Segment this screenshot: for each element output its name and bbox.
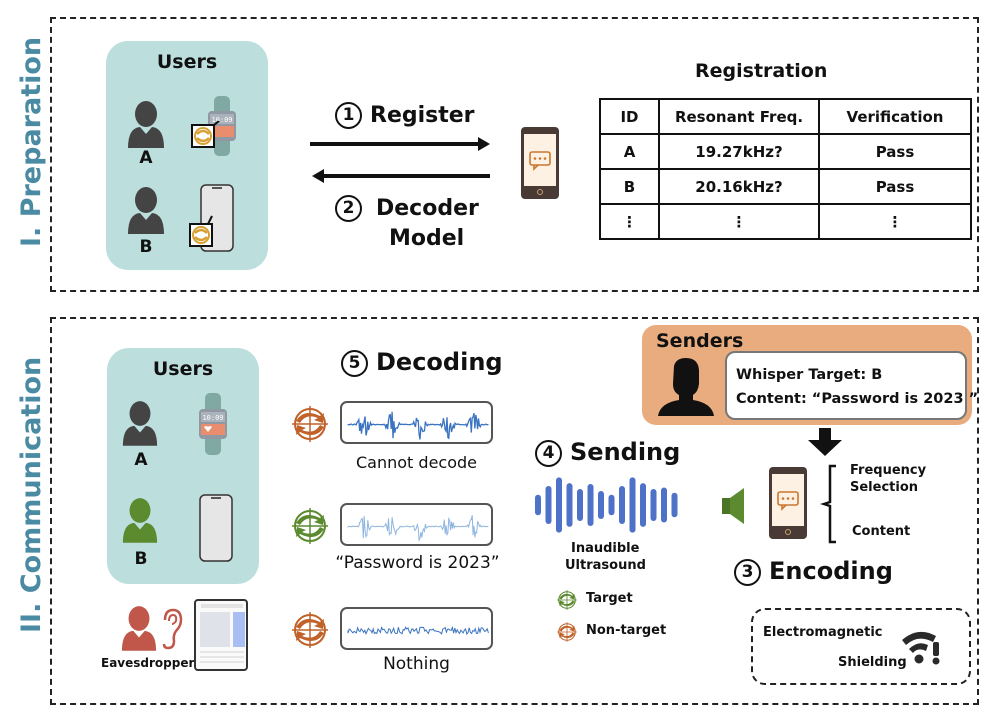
phone-chat-icon [521,127,559,199]
preparation-section-label: I. Preparation [16,36,47,247]
step-number: 3 [734,559,761,586]
legend-nontarget-icon [557,622,577,642]
prep-users-title: Users [156,51,218,73]
table-cell: 19.27kHz? [658,133,820,170]
person-icon [122,401,158,446]
step-number: 2 [335,195,362,222]
table-cell: B [599,168,660,205]
eavesdropper-person-icon [121,606,157,651]
person-icon [128,101,164,148]
decode-caption-password: “Password is 2023” [335,553,500,573]
step-number: 5 [341,350,368,377]
eavesdropper-label: Eavesdropper [101,656,195,670]
table-cell: ⋮ [658,203,820,240]
whisper-target-text: Whisper Target: B [736,367,883,383]
brace-icon [820,464,836,544]
table-cell: 20.16kHz? [658,168,820,205]
legend-target-icon [557,590,577,610]
encoding-content-label: Content [852,524,911,539]
registration-title: Registration [695,60,828,82]
legend-target-label: Target [586,591,633,606]
decode-caption-cannot-decode: Cannot decode [356,453,477,472]
speaker-icon [722,488,744,524]
ultrasound-label-line2: Ultrasound [565,558,646,573]
waveform-trace [347,411,489,440]
prep-user-a-label: A [139,148,153,168]
waveform-trace [347,515,489,543]
svg-text:10:09: 10:09 [202,414,223,422]
shielding-label-line2: Shielding [838,655,907,670]
waveform-cannot-decode [340,401,493,444]
column-header: Verification [818,98,972,135]
table-cell: ⋮ [599,203,660,240]
table-row: A 19.27kHz? Pass [599,133,972,170]
ultrasound-wave-icon [535,477,678,533]
step-number: 4 [535,440,562,467]
waveform-nothing [340,607,493,650]
down-arrow-icon [808,428,842,456]
table-row: ⋮ ⋮ ⋮ [599,203,972,240]
decoder-model-arrow [322,174,490,178]
nontarget-receiver-icon [292,612,328,648]
shielding-label-line1: Electromagnetic [763,625,883,640]
encoding-selection-label: Selection [850,480,919,495]
comm-users-title: Users [152,358,214,380]
electromagnetic-shielding-box [751,608,971,685]
ear-icon [162,608,183,650]
column-header: Resonant Freq. [658,98,820,135]
noise-waveform [347,625,489,636]
table-header-row: ID Resonant Freq. Verification [599,98,972,135]
step-decoder-label-line2: Model [389,226,465,251]
table-cell: Pass [818,133,972,170]
arrow-head-left-icon [312,169,324,183]
comm-user-b-label: B [134,549,148,569]
legend-nontarget-label: Non-target [586,623,667,638]
resonance-tag-icon [189,215,213,247]
dense-burst-waveform [347,411,489,440]
comm-user-a-label: A [134,450,148,470]
sender-message-bubble [725,351,967,420]
phone-chat-icon [769,467,807,539]
registration-table: ID Resonant Freq. Verification A 19.27kH… [599,98,972,240]
decode-caption-nothing: Nothing [383,654,450,674]
table-cell: ⋮ [818,203,972,240]
resonance-tag-icon [191,121,220,148]
smartwatch-icon: 10:09 [199,393,227,455]
table-row: B 20.16kHz? Pass [599,168,972,205]
waveform-password [340,503,493,546]
waveform-trace [347,625,489,636]
preparation-section [50,17,979,292]
svg-text:10:09: 10:09 [211,116,232,124]
step-number: 1 [335,102,362,129]
wifi-alert-icon [902,631,940,665]
comm-users-panel: Users [107,348,259,584]
person-icon [128,187,164,234]
smartphone-icon [199,494,233,562]
table-cell: A [599,133,660,170]
column-header: ID [599,98,660,135]
communication-section-label: II. Communication [16,356,47,633]
ultrasound-label-line1: Inaudible [571,541,640,556]
register-arrow [310,142,480,146]
communication-section [50,317,979,705]
senders-title: Senders [656,330,744,352]
sender-content-text: Content: “Password is 2023 ” [736,391,979,407]
target-receiver-icon [292,508,328,544]
table-cell: Pass [818,168,972,205]
encoding-frequency-label: Frequency [850,463,927,478]
tablet-icon [194,599,248,671]
clear-burst-waveform [347,515,489,543]
sender-silhouette-icon [658,358,714,416]
prep-user-b-label: B [139,237,153,257]
nontarget-receiver-icon [292,406,328,442]
person-icon [122,498,158,543]
arrow-head-right-icon [478,137,490,151]
